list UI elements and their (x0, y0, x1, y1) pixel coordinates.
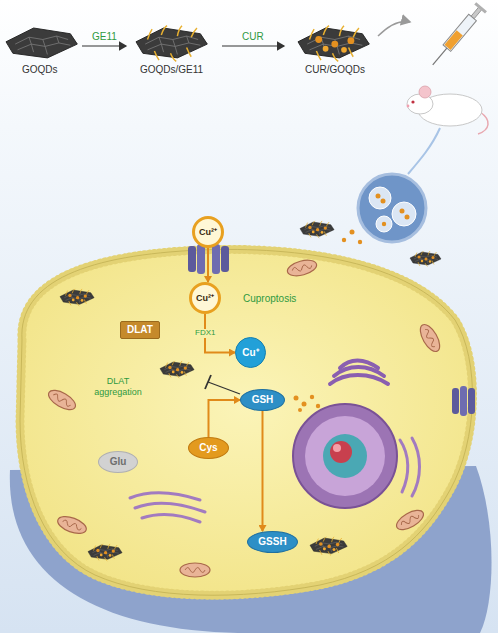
node-text: Cu²⁺ (199, 227, 217, 237)
reagent-label: CUR (242, 31, 264, 43)
copper-ion: Cu²⁺ (192, 216, 224, 248)
delivery-path (408, 128, 440, 174)
node-text: GSSH (258, 536, 286, 548)
nucleus (293, 404, 397, 508)
copper-ion: Cu²⁺ (189, 282, 221, 314)
node-text: Cu⁺ (242, 347, 258, 359)
flow-arrow (262, 411, 264, 531)
copper-ion: Cu⁺ (235, 337, 266, 368)
flow-arrow (207, 248, 209, 282)
molecule-ellipse: GSH (240, 389, 285, 411)
process-label: Cuproptosis (243, 293, 296, 305)
node-text: Cu²⁺ (196, 293, 214, 303)
syringe (427, 2, 487, 69)
molecule-ellipse: GSSH (247, 531, 298, 553)
node-text: Cys (199, 442, 217, 454)
cell (20, 249, 472, 595)
mouse (407, 86, 488, 134)
material-label: CUR/GOQDs (305, 64, 365, 76)
endosome (342, 174, 426, 244)
golgi (330, 361, 388, 385)
node-text: Glu (110, 456, 127, 468)
flow-arrow (209, 400, 241, 437)
molecule-ellipse: Glu (98, 451, 138, 473)
edge-label: FDX1 (194, 329, 216, 338)
material-label: GOQDs/GE11 (140, 64, 203, 76)
curcumin-dots (294, 395, 321, 412)
inhibition-line (205, 375, 240, 394)
molecule-ellipse: Cys (188, 437, 229, 459)
process-label: DLAT aggregation (86, 376, 150, 398)
material-label: GOQDs (22, 64, 58, 76)
synthesis-row (6, 21, 410, 61)
node-text: DLAT (127, 324, 153, 336)
protein-box: DLAT (120, 321, 160, 339)
reagent-label: GE11 (92, 31, 117, 43)
mitochondria (46, 257, 444, 577)
node-text: GSH (252, 394, 274, 406)
membrane-channel (452, 386, 475, 416)
